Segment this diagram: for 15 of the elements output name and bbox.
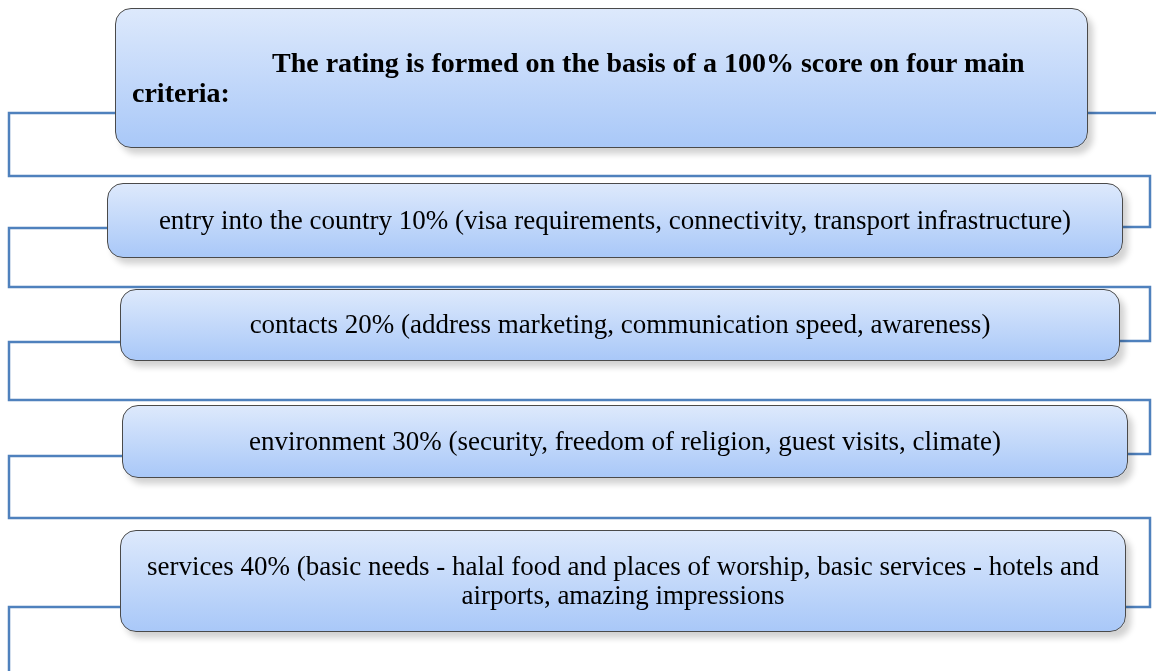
criterion-text: services 40% (basic needs - halal food and places of worship, basic services - hotels and airports, amazing impressions — [145, 551, 1101, 611]
connector-line — [7, 226, 1152, 343]
rounded-box — [107, 183, 1123, 258]
rounded-box — [120, 289, 1120, 361]
connector-line — [7, 605, 120, 671]
criterion-text: contacts 20% (address marketing, communication speed, awareness) — [249, 310, 991, 340]
criterion-text: environment 30% (security, freedom of religion, guest visits, climate) — [249, 426, 1001, 457]
connector-line — [7, 340, 1152, 456]
connector-line — [1088, 111, 1156, 115]
rounded-box — [122, 405, 1128, 478]
rounded-box — [115, 8, 1088, 148]
criterion-text: entry into the country 10% (visa requirements, connectivity, transport infrastructure) — [158, 205, 1072, 236]
heading-text: The rating is formed on the basis of a 100% score on four main criteria: — [132, 47, 1026, 109]
rounded-box — [120, 530, 1126, 632]
connector-line — [7, 111, 1152, 229]
